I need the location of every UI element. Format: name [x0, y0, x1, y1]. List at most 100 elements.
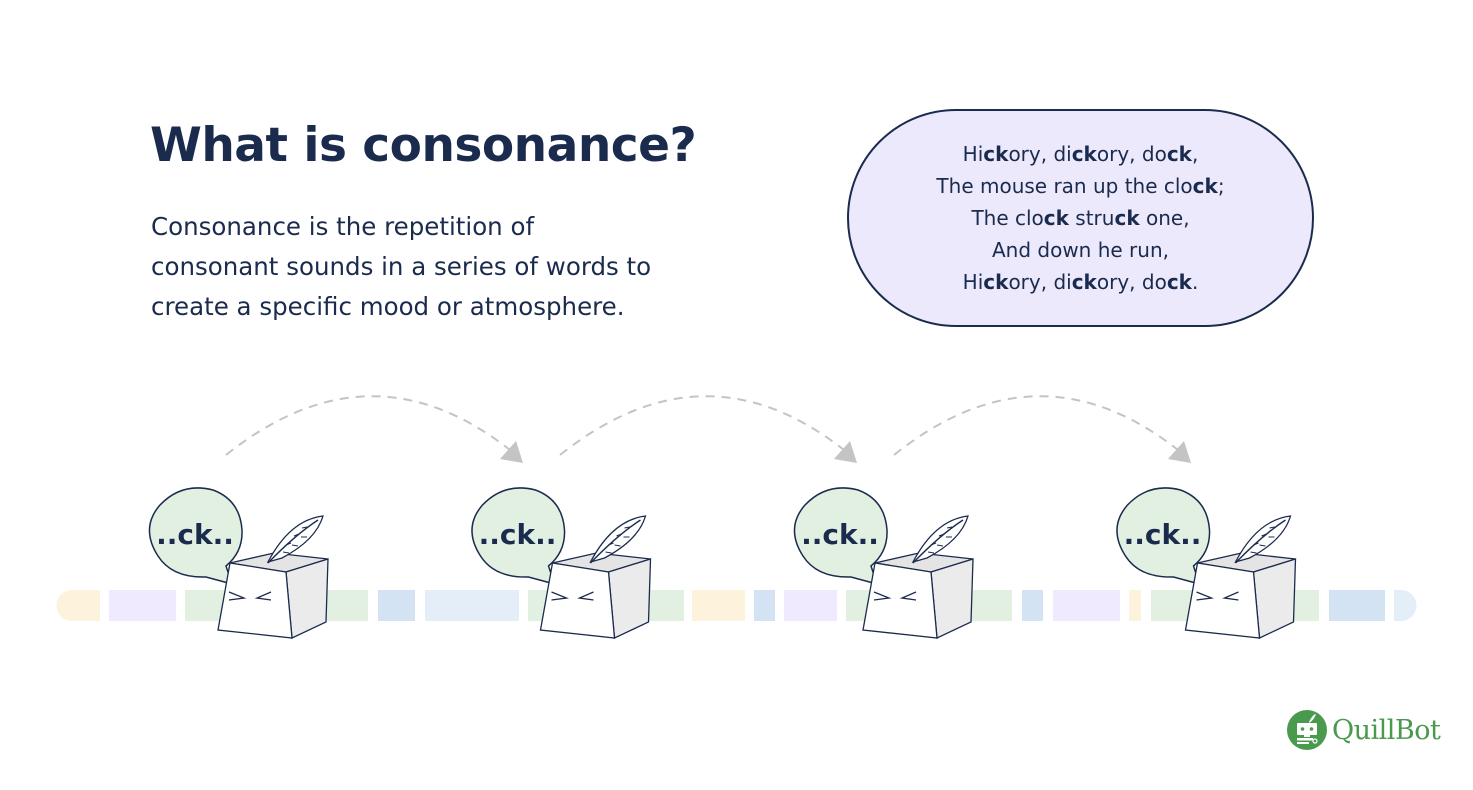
- poem-line: The clock struck one,: [971, 202, 1189, 234]
- strip-segment: [109, 590, 176, 621]
- poem-text: The clo: [971, 206, 1044, 230]
- poem-line: The mouse ran up the clock;: [936, 170, 1224, 202]
- highlighted-sound: ck: [983, 270, 1009, 294]
- quill-barbs: [1250, 526, 1275, 554]
- eye-icon: [1196, 591, 1215, 601]
- highlighted-sound: ck: [1114, 206, 1140, 230]
- arrowhead-icon: [500, 441, 523, 463]
- speech-bubble: [1116, 487, 1211, 586]
- speech-text: ..ck..: [479, 518, 557, 551]
- highlighted-sound: ck: [1166, 142, 1192, 166]
- poem-text: Hi: [962, 142, 984, 166]
- dashed-arrow: [225, 395, 511, 456]
- characters: ..ck.. ..ck.. ..ck.. ..ck..: [148, 487, 1297, 639]
- highlighted-sound: ck: [1071, 142, 1097, 166]
- eye-icon: [551, 591, 570, 601]
- strip-segment: [56, 590, 100, 621]
- speech-text: ..ck..: [156, 518, 234, 551]
- speech-text: ..ck..: [801, 518, 879, 551]
- highlighted-sound: ck: [983, 142, 1009, 166]
- quill-feather: [911, 515, 969, 564]
- speech-bubble: [793, 487, 888, 586]
- logo-text: QuillBot: [1332, 714, 1441, 746]
- strip-segment: [692, 590, 745, 621]
- highlighted-sound: ck: [1071, 270, 1097, 294]
- strip-segment: [378, 590, 415, 621]
- quill-barbs: [927, 526, 953, 554]
- quill-icon: [266, 515, 324, 564]
- definition-line: consonant sounds in a series of words to: [151, 252, 652, 281]
- strip-segment: [1053, 590, 1120, 621]
- eye-icon: [873, 591, 892, 601]
- character: ..ck..: [793, 487, 974, 639]
- speech-text: ..ck..: [1124, 518, 1202, 551]
- quill-shaft: [1234, 519, 1286, 564]
- strip-segment: [425, 590, 519, 621]
- quill-shaft: [589, 519, 641, 564]
- quill-shaft: [267, 519, 319, 564]
- eye-icon: [899, 591, 917, 601]
- poem-text: stru: [1068, 206, 1115, 230]
- strip-segment: [754, 590, 775, 621]
- strip-segment: [1022, 590, 1043, 621]
- quill-feather: [589, 515, 647, 564]
- cube-side: [930, 558, 974, 639]
- quill-shaft: [912, 519, 964, 564]
- highlighted-sound: ck: [1166, 270, 1192, 294]
- definition-line: Consonance is the repetition of: [151, 212, 535, 241]
- cube-side: [1252, 558, 1297, 639]
- eye-icon: [577, 591, 594, 601]
- character: ..ck..: [471, 487, 652, 639]
- strip-segment: [1129, 590, 1141, 621]
- arrows: [225, 395, 1191, 463]
- definition-line: create a specific mood or atmosphere.: [151, 292, 625, 321]
- poem-bubble: Hickory, dickory, dock,The mouse ran up …: [847, 109, 1314, 327]
- speech-bubble: [148, 487, 243, 586]
- arrowhead-icon: [1168, 441, 1191, 463]
- eye-icon: [1222, 591, 1239, 601]
- poem-text: Hi: [962, 270, 984, 294]
- poem-text: one,: [1139, 206, 1190, 230]
- eye-icon: [254, 591, 272, 601]
- eye-icon: [228, 591, 247, 601]
- cube-front: [862, 562, 938, 639]
- poem-text: ,: [1191, 142, 1199, 166]
- strip-segment: [1329, 590, 1385, 621]
- quillbot-robot-icon: [1287, 710, 1327, 750]
- poem-text: .: [1191, 270, 1199, 294]
- poem-text: ory, di: [1008, 142, 1072, 166]
- cube-front: [217, 562, 293, 639]
- strip-segment: [1394, 590, 1417, 621]
- poem-text: The mouse ran up the clo: [936, 174, 1193, 198]
- quill-feather: [1234, 515, 1292, 564]
- dashed-arrow: [893, 395, 1179, 456]
- poem-line: Hickory, dickory, dock,: [963, 138, 1199, 170]
- character: ..ck..: [1116, 487, 1297, 639]
- dashed-arrow: [559, 395, 845, 456]
- poem-text: And down he run,: [991, 238, 1169, 262]
- poem-line: And down he run,: [992, 234, 1169, 266]
- cube-side: [285, 558, 329, 639]
- cube-front: [1184, 562, 1261, 639]
- poem-text: ory, do: [1096, 270, 1167, 294]
- highlighted-sound: ck: [1043, 206, 1069, 230]
- quill-icon: [1234, 515, 1292, 564]
- cube-front: [539, 562, 616, 639]
- quill-barbs: [605, 526, 630, 554]
- poem-text: ;: [1217, 174, 1225, 198]
- quillbot-logo[interactable]: QuillBot: [1287, 710, 1441, 750]
- poem-text: ory, do: [1096, 142, 1167, 166]
- quill-icon: [911, 515, 969, 564]
- highlighted-sound: ck: [1192, 174, 1218, 198]
- cube-side: [607, 558, 652, 639]
- character: ..ck..: [148, 487, 329, 639]
- poem-text: ory, di: [1008, 270, 1072, 294]
- quill-feather: [266, 515, 324, 564]
- strip-segment: [784, 590, 837, 621]
- arrowhead-icon: [834, 441, 857, 463]
- quill-barbs: [282, 526, 308, 554]
- page-title: What is consonance?: [150, 118, 697, 173]
- speech-bubble: [471, 487, 566, 586]
- poem-line: Hickory, dickory, dock.: [963, 266, 1199, 298]
